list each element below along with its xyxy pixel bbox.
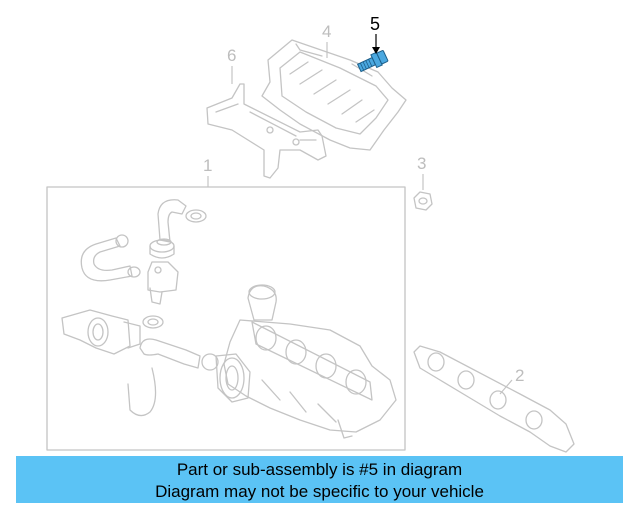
part-1-assembly-frame [46,186,406,451]
callout-5: 5 [370,14,380,34]
part-5-bolt [356,50,389,73]
leader-5-arrow [372,34,380,54]
callout-4: 4 [322,22,331,41]
parts-diagram: 6 4 5 3 1 [46,14,575,453]
callout-6: 6 [227,46,236,65]
part-6-bracket [206,83,327,179]
info-banner: Part or sub-assembly is #5 in diagram Di… [16,456,623,503]
part-2-gasket [413,345,575,453]
banner-line-2: Diagram may not be specific to your vehi… [155,482,484,501]
callout-3: 3 [417,154,426,173]
turbo-assembly-contents [61,199,397,439]
callout-1: 1 [203,156,212,175]
part-3-nut [413,191,433,211]
leader-2 [499,379,513,395]
banner-line-1: Part or sub-assembly is #5 in diagram [176,460,463,479]
callout-2: 2 [515,366,524,385]
